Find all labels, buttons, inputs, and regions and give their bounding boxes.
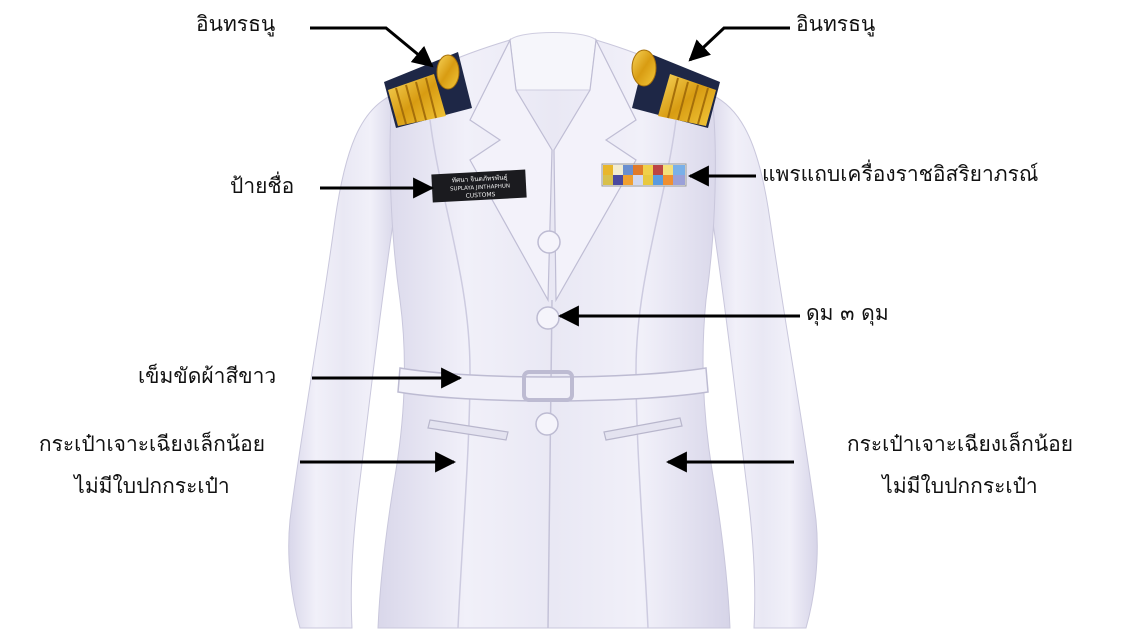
button-middle xyxy=(536,306,560,330)
right-sleeve xyxy=(707,94,818,629)
left-epaulette xyxy=(384,52,472,128)
right-pocket xyxy=(603,417,683,441)
left-pocket xyxy=(427,419,509,441)
label-epaulette-right: อินทรธนู xyxy=(796,12,876,36)
label-pocket-left-1: กระเป๋าเจาะเฉียงเล็กน้อย xyxy=(38,432,266,456)
label-belt: เข็มขัดผ้าสีขาว xyxy=(138,364,277,388)
label-pocket-left-2: ไม่มีใบปกกระเป๋า xyxy=(74,474,230,498)
ribbon-bar xyxy=(601,163,687,187)
name-tag-line1: ทัศนา จินตภัทรพันธุ์ xyxy=(452,174,508,185)
arrows xyxy=(300,26,800,473)
name-tag-line3: CUSTOMS xyxy=(465,191,495,200)
arrow-epaulette-right xyxy=(688,26,790,62)
name-tag: ทัศนา จินตภัทรพันธุ์ SUPLAYA JINTHAPHUN … xyxy=(431,169,527,203)
belt xyxy=(397,367,709,402)
label-pocket-right-2: ไม่มีใบปกกระเป๋า xyxy=(882,474,1038,498)
left-sleeve xyxy=(288,94,399,629)
label-pocket-right-1: กระเป๋าเจาะเฉียงเล็กน้อย xyxy=(846,432,1074,456)
right-lapel xyxy=(553,37,637,303)
label-ribbon-bar: แพรแถบเครื่องราชอิสริยาภรณ์ xyxy=(762,162,1039,186)
label-epaulette-left: อินทรธนู xyxy=(196,12,276,36)
label-buttons: ดุม ๓ ดุม xyxy=(806,301,889,325)
button-bottom xyxy=(535,412,559,436)
left-lapel xyxy=(469,37,553,303)
arrow-epaulette-left xyxy=(310,26,434,68)
right-epaulette xyxy=(631,49,720,128)
name-tag-line2: SUPLAYA JINTHAPHUN xyxy=(450,183,510,192)
belt-buckle xyxy=(522,370,574,402)
label-name-tag: ป้ายชื่อ xyxy=(230,174,295,198)
button-top xyxy=(537,230,561,254)
